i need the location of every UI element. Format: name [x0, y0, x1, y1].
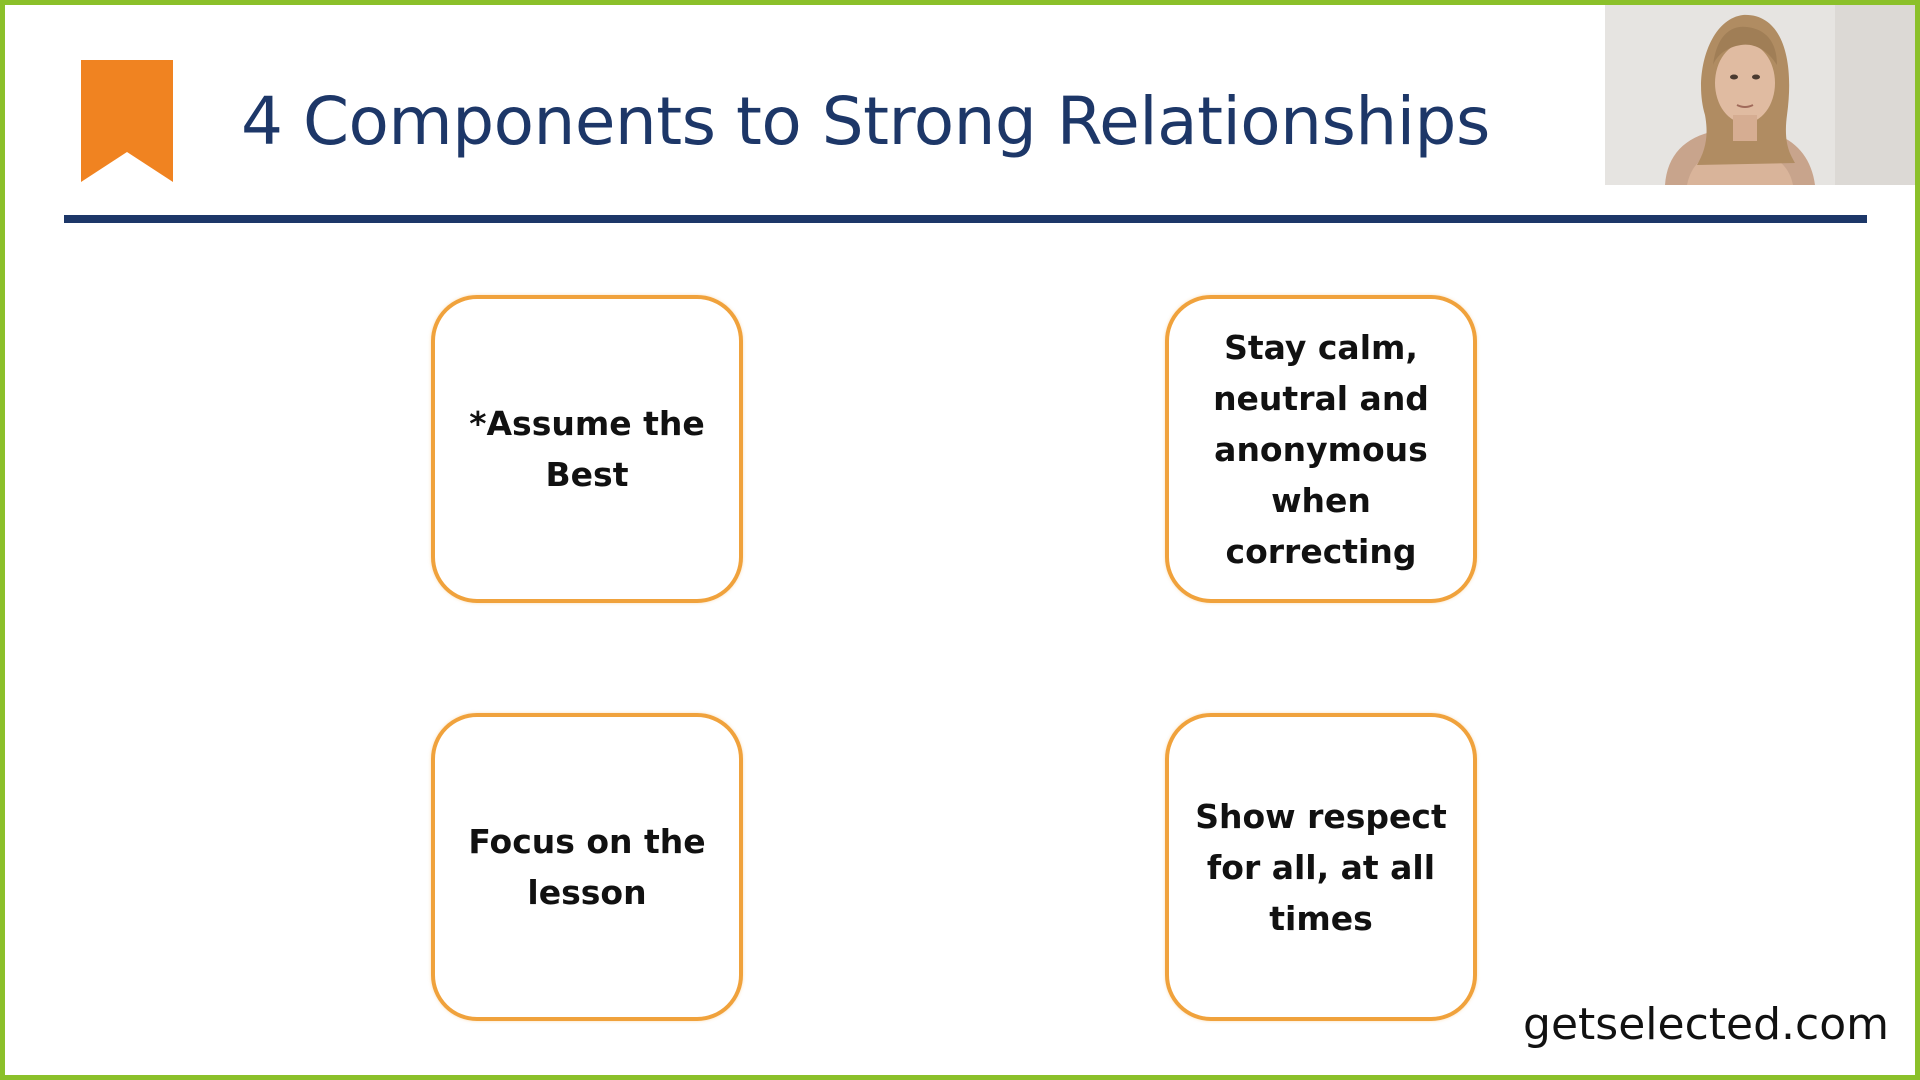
component-card-show-respect: Show respect for all, at all times [1165, 713, 1477, 1021]
presenter-webcam-video [1605, 5, 1915, 185]
component-card-assume-the-best: *Assume the Best [431, 295, 743, 603]
card-text: Stay calm, neutral and anonymous when co… [1213, 327, 1429, 571]
card-text: Show respect for all, at all times [1195, 796, 1447, 938]
card-text: *Assume the Best [469, 404, 705, 494]
title-divider [64, 215, 1867, 223]
footer-website-url: getselected.com [1523, 999, 1889, 1050]
component-card-stay-calm: Stay calm, neutral and anonymous when co… [1165, 295, 1477, 603]
component-card-focus-on-lesson: Focus on the lesson [431, 713, 743, 1021]
slide-title: 4 Components to Strong Relationships [241, 83, 1490, 160]
card-text: Focus on the lesson [468, 822, 706, 912]
bookmark-icon [81, 60, 173, 182]
